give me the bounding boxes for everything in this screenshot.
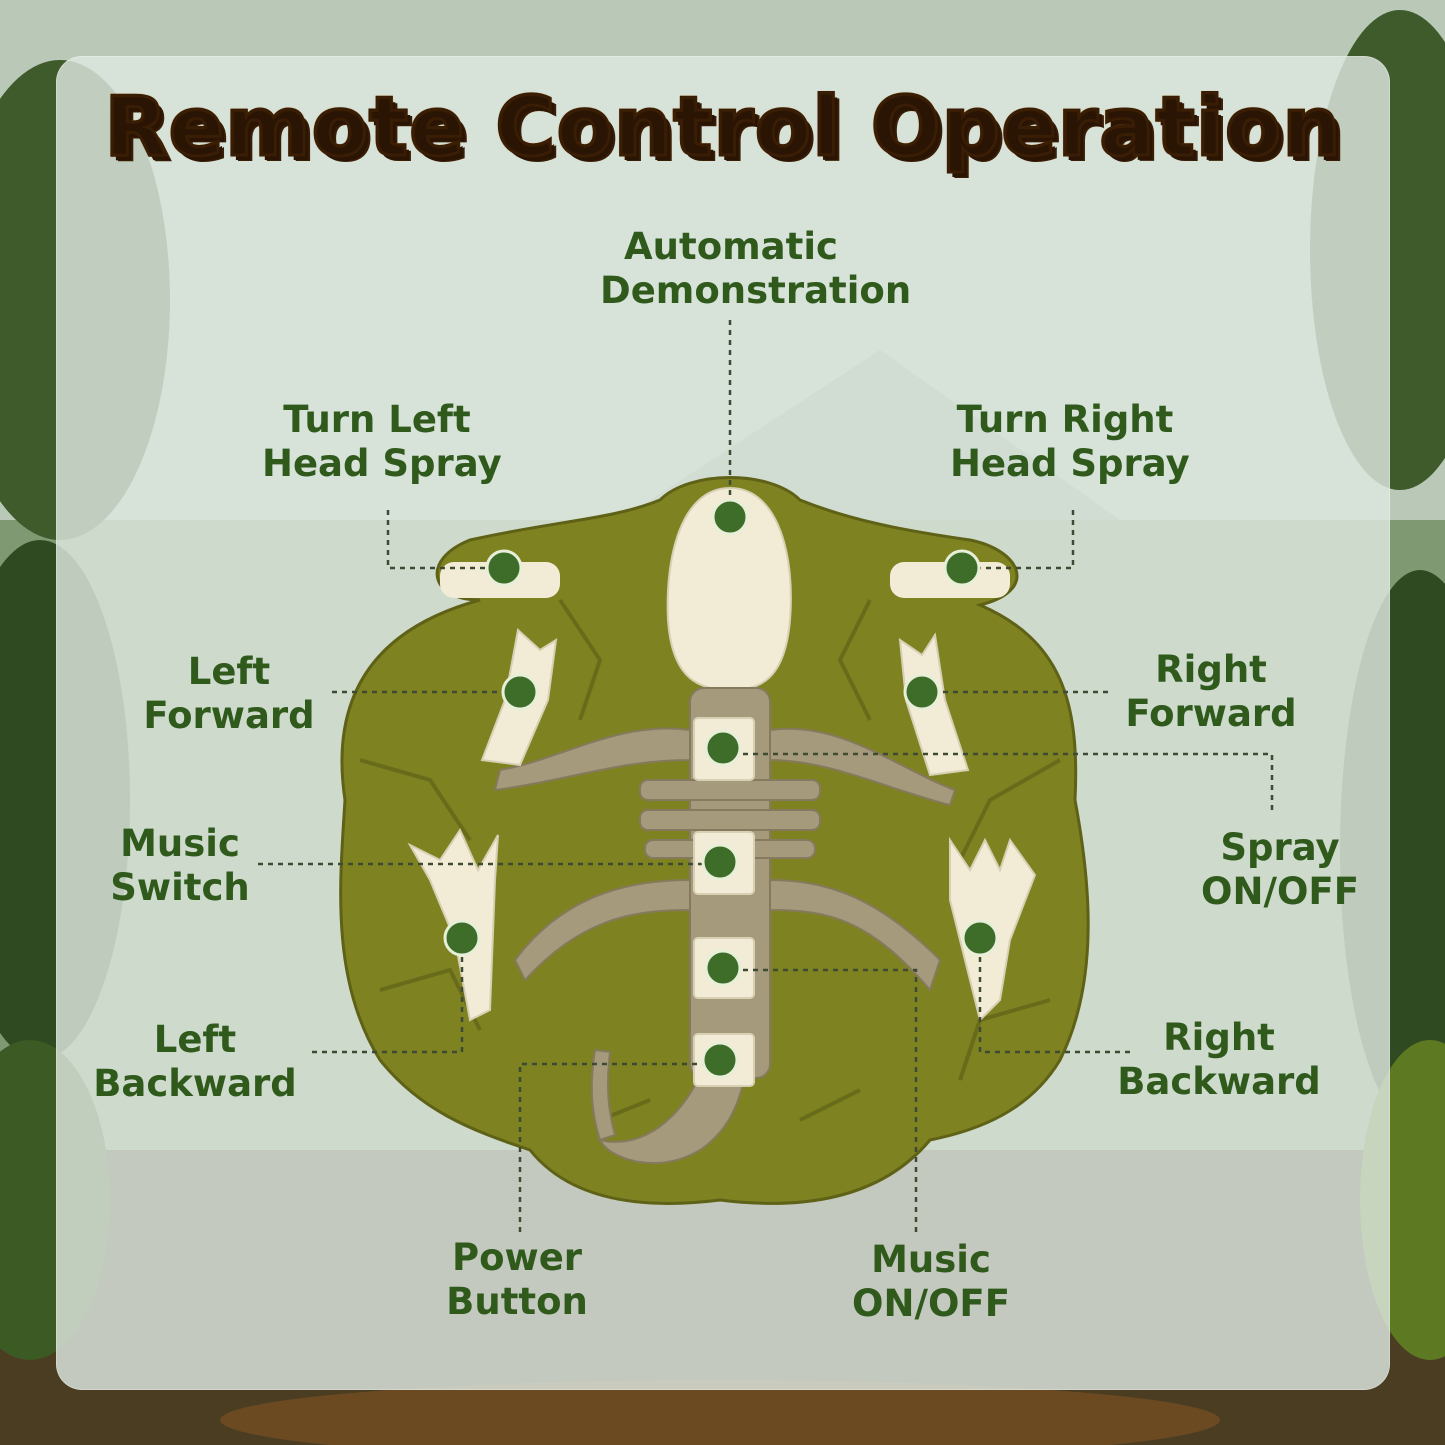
title-shadow: Remote Control Operation	[62, 86, 1396, 181]
label-turn-right-head-spray: Turn Right Head Spray	[950, 398, 1190, 485]
label-left-forward: Left Forward	[143, 650, 315, 737]
label-music-switch: Music Switch	[110, 822, 250, 909]
label-left-backward: Left Backward	[93, 1018, 297, 1105]
button-dots	[443, 498, 999, 1079]
base-cracks	[359, 598, 1061, 1122]
label-music-on-off: Music ON/OFF	[852, 1238, 1010, 1325]
label-automatic-demonstration: Automatic Demonstration	[600, 225, 912, 312]
leader-lines	[258, 320, 1274, 1232]
label-right-backward: Right Backward	[1117, 1016, 1321, 1103]
label-power-button: Power Button	[446, 1236, 588, 1323]
label-right-forward: Right Forward	[1125, 648, 1297, 735]
label-turn-left-head-spray: Turn Left Head Spray	[262, 398, 502, 485]
page-title: Remote Control Operation	[56, 79, 1390, 177]
label-spray-on-off: Spray ON/OFF	[1201, 826, 1359, 913]
